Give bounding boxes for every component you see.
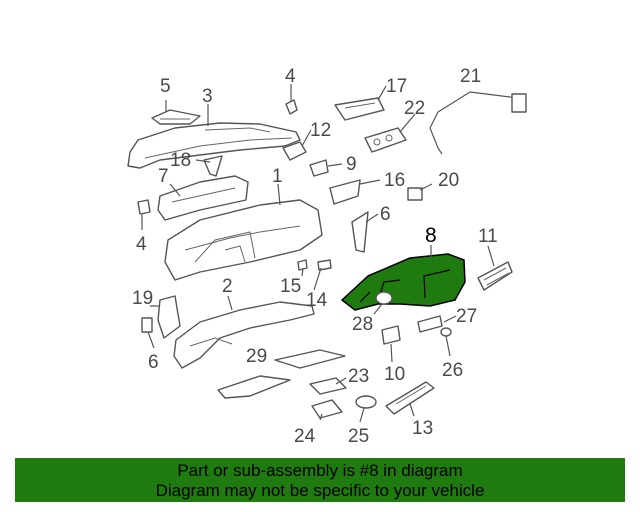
part-12-switch	[282, 141, 307, 161]
part-2-support-bracket	[173, 301, 315, 369]
part-13-glove-box-trim	[385, 381, 435, 415]
callout-4-left: 4	[136, 234, 147, 255]
banner-line-1: Part or sub-assembly is #8 in diagram	[177, 461, 463, 480]
part-7-cluster-bezel	[157, 175, 249, 221]
callout-28: 28	[352, 314, 373, 335]
callout-4-top: 4	[285, 66, 296, 87]
callout-7: 7	[158, 166, 169, 187]
callout-6-right: 6	[380, 204, 391, 225]
part-6-side-cover-right	[351, 211, 369, 253]
callout-1: 1	[272, 166, 283, 187]
part-29-panel	[217, 349, 346, 399]
callout-10: 10	[384, 364, 405, 385]
callout-labels: 5 3 4 17 21 22 12 18 9 7 1 16 20 6 4 8 1…	[132, 66, 498, 447]
part-27-switch	[417, 315, 452, 337]
part-4-clip-top	[285, 99, 298, 115]
part-5-vent	[151, 109, 201, 125]
part-22-control	[364, 127, 407, 153]
part-18-bracket	[203, 155, 223, 177]
part-20-switch	[407, 187, 423, 201]
callout-2: 2	[222, 276, 233, 297]
part-28-knob	[375, 291, 393, 305]
callout-3: 3	[202, 86, 213, 107]
callout-26: 26	[442, 360, 463, 381]
callout-15: 15	[280, 276, 301, 297]
callout-13: 13	[412, 418, 433, 439]
part-11-vent	[477, 261, 513, 291]
leader-lines	[141, 84, 495, 423]
callout-6-lower: 6	[148, 352, 159, 373]
callout-23: 23	[348, 366, 369, 387]
part-6-clip-lower	[141, 317, 153, 333]
callout-20: 20	[438, 170, 459, 191]
callout-14: 14	[306, 290, 328, 311]
callout-11: 11	[478, 226, 498, 247]
callout-22: 22	[404, 98, 425, 119]
part-23-bezel	[309, 377, 347, 395]
callout-25: 25	[348, 426, 369, 447]
part-15-clip	[297, 259, 308, 271]
part-8-cluster-trim	[341, 253, 466, 311]
callout-17: 17	[386, 76, 407, 97]
callout-12: 12	[310, 120, 331, 141]
callout-29: 29	[246, 346, 267, 367]
callout-18: 18	[170, 150, 191, 171]
callout-16: 16	[384, 170, 405, 191]
callout-24: 24	[294, 426, 316, 447]
callout-8-highlighted: 8	[425, 224, 437, 247]
part-3-dash-top-cover	[127, 122, 301, 169]
parts-diagram: 5 3 4 17 21 22 12 18 9 7 1 16 20 6 4 8 1…	[127, 66, 527, 447]
callout-19: 19	[132, 288, 153, 309]
part-21-harness	[429, 91, 527, 155]
part-14-clip	[317, 259, 332, 271]
part-10-switch	[381, 325, 401, 345]
part-19-side-cover-left	[157, 295, 181, 339]
part-16-cover	[329, 179, 361, 205]
callout-5: 5	[160, 76, 171, 97]
info-banner: Part or sub-assembly is #8 in diagram Di…	[15, 458, 625, 502]
part-17-ashtray	[334, 97, 385, 121]
banner-line-2: Diagram may not be specific to your vehi…	[155, 481, 485, 500]
part-4-clip-left	[137, 199, 151, 215]
part-1-instrument-panel	[164, 199, 323, 281]
part-25-plug	[355, 395, 377, 409]
callout-9: 9	[346, 154, 357, 175]
callout-21: 21	[460, 66, 481, 87]
part-24-cover	[311, 399, 343, 419]
callout-27: 27	[456, 306, 477, 327]
part-9-vent	[309, 159, 329, 177]
